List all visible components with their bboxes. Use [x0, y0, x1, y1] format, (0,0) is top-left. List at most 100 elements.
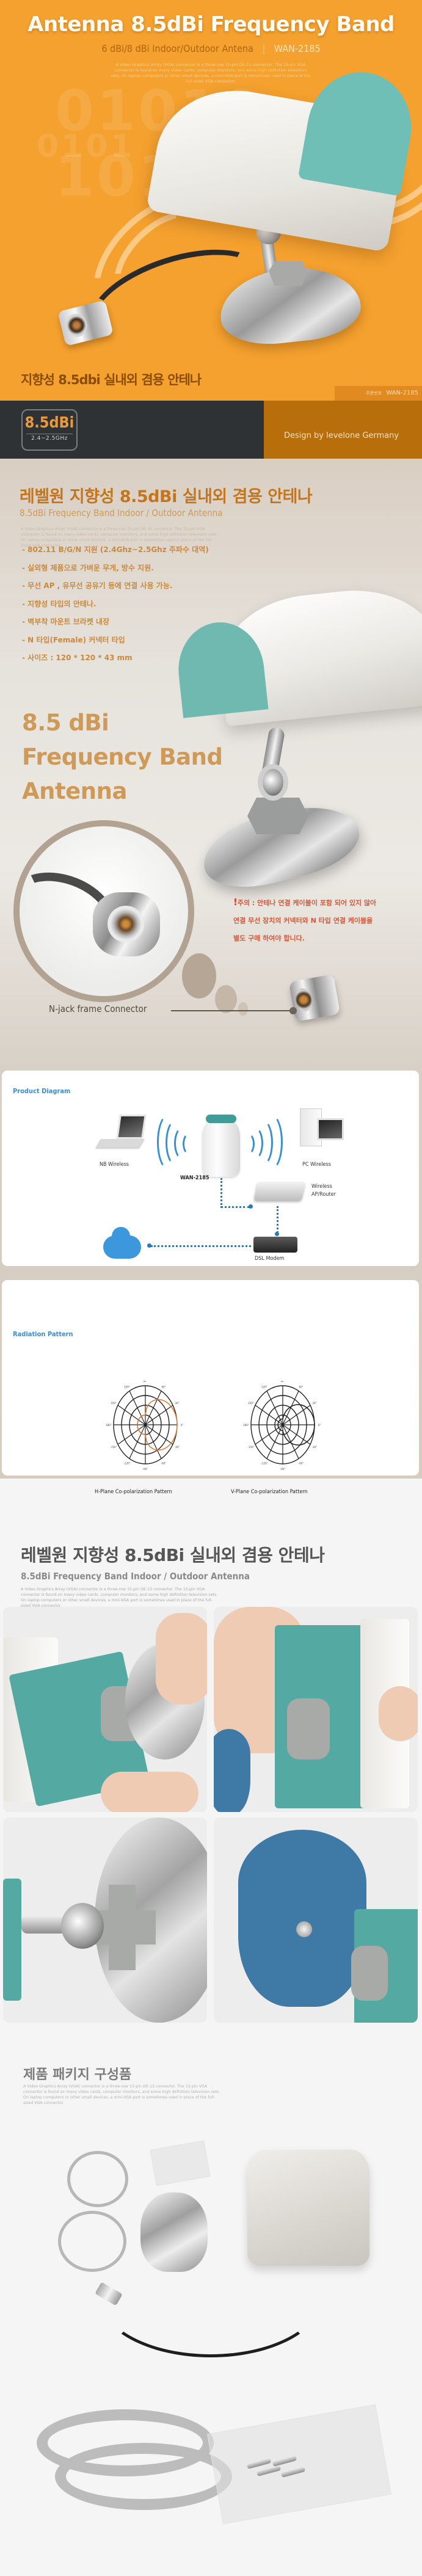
- installation-subtitle: 8.5dBi Frequency Band Indoor / Outdoor A…: [21, 1571, 250, 1582]
- antenna-ball-joint-image: [258, 764, 288, 801]
- feature-list: - 802.11 B/G/N 지원 (2.4Ghz~2.5Ghz 주파수 대역)…: [22, 544, 209, 671]
- callout-dot: [289, 1007, 297, 1014]
- features-description: A Video Graphics Array (VGA) connector i…: [21, 527, 218, 548]
- pc-label: PC Wireless: [302, 1162, 331, 1168]
- order-number-value: WAN-2185: [386, 390, 418, 396]
- polar-angle-label: 90°: [280, 1381, 285, 1383]
- laptop-icon: [116, 1115, 147, 1139]
- hand-image: [101, 1772, 198, 1812]
- connection-dot: [249, 1204, 253, 1209]
- features-section: 레벨원 지향성 8.5dBi 실내외 겸용 안테나 8.5dBi Frequen…: [0, 459, 422, 1495]
- feature-item: - 벽부착 마운트 브라켓 내장: [22, 617, 110, 626]
- polar-angle-label: 0°: [318, 1424, 321, 1427]
- modem-label: DSL Modem: [255, 1256, 285, 1262]
- antenna-cable-image: [98, 2235, 324, 2357]
- knob-image: [351, 1946, 388, 2001]
- polar-angle-label: 150°: [248, 1402, 254, 1405]
- diagram-title: Product Diagram: [13, 1087, 71, 1095]
- feature-item: - N 타입(Female) 커넥터 타입: [22, 635, 125, 644]
- blue-mount-image: [238, 1830, 366, 2007]
- installation-photo: [3, 1817, 207, 2023]
- bolt-image: [296, 1921, 312, 1937]
- hero-model-number: WAN-2185: [274, 43, 321, 54]
- n-connector-image: [93, 892, 160, 956]
- feature-headline: 8.5 dBi Frequency Band Antenna: [22, 706, 223, 809]
- cable-warning: !주의 : 안테나 연결 케이블이 포함 되어 있지 않아 연결 무선 장치의 …: [233, 893, 417, 947]
- decorative-bubble: [215, 985, 237, 1013]
- feature-item: - 사이즈 : 120 * 120 * 43 mm: [22, 653, 133, 662]
- hero-korean-title: 지향성 8.5dbi 실내외 겸용 안테나: [21, 373, 202, 387]
- connection-line: [277, 1206, 278, 1233]
- designer-credit: Design by levelone Germany: [284, 431, 399, 440]
- router-icon: [253, 1182, 306, 1200]
- signal-wave-icon: [166, 1119, 186, 1166]
- screw-image: [246, 2458, 272, 2470]
- features-title: 레벨원 지향성 8.5dBi 실내외 겸용 안테나: [20, 483, 313, 507]
- polar-angle-label: -120°: [123, 1461, 130, 1464]
- polar-angle-label: -150°: [247, 1446, 254, 1449]
- v-plane-caption: V-Plane Co-polarization Pattern: [231, 1489, 308, 1495]
- h-plane-caption: H-Plane Co-polarization Pattern: [95, 1489, 172, 1495]
- feature-item: - 지향성 타입의 안테나.: [22, 599, 96, 608]
- polar-angle-label: 30°: [175, 1402, 179, 1405]
- polar-angle-label: 60°: [299, 1386, 303, 1389]
- headline-line: Frequency Band: [22, 744, 223, 770]
- router-label: Wireless AP/Router: [311, 1183, 336, 1199]
- warning-icon: !: [233, 897, 238, 908]
- polar-angle-label: 180°: [106, 1424, 112, 1427]
- polar-angle-label: -30°: [175, 1446, 180, 1449]
- decorative-bubble: [182, 953, 216, 999]
- connection-line: [151, 1245, 251, 1247]
- headline-line: 8.5 dBi: [22, 710, 109, 736]
- teal-backplate-image: [3, 1879, 21, 2001]
- laptop-icon: [95, 1139, 145, 1148]
- radiation-pattern-curve: [137, 1399, 178, 1451]
- installation-photo: [3, 1607, 207, 1812]
- callout-line: [171, 1010, 292, 1011]
- radiation-pattern-card: Radiation Pattern 0°30°60°90°120°150°180…: [2, 1280, 419, 1495]
- screw-bag-image: [150, 2140, 211, 2186]
- polar-angle-label: 150°: [111, 1402, 117, 1405]
- small-hose-clamp-image: [58, 2211, 126, 2272]
- polar-angle-label: -90°: [280, 1468, 286, 1471]
- monitor-icon: [317, 1118, 344, 1140]
- antenna-label: WAN-2185: [180, 1175, 209, 1181]
- product-diagram-card: Product Diagram NB Wireless WAN-2185 PC …: [2, 1071, 419, 1266]
- antenna-knob-image: [247, 798, 308, 834]
- spec-band: 8.5dBi 2.4~2.5GHz Design by levelone Ger…: [0, 401, 422, 459]
- order-number-label: 주문번호: [366, 391, 382, 396]
- features-title-prefix: 레벨원 지향성: [20, 487, 120, 506]
- connection-line: [220, 1206, 250, 1208]
- h-plane-polar-chart: 0°30°60°90°120°150°180°-150°-120°-90°-60…: [106, 1381, 184, 1471]
- feature-item: - 802.11 B/G/N 지원 (2.4Ghz~2.5Ghz 주파수 대역): [22, 545, 209, 554]
- subtitle-separator: |: [262, 43, 266, 54]
- screw-image: [256, 2465, 282, 2477]
- antenna-icon: [202, 1117, 240, 1177]
- modem-icon: [253, 1237, 297, 1253]
- polar-angle-label: -60°: [161, 1461, 167, 1464]
- warning-text: 연결 무선 장치의 커넥터와 N 타입 연결 케이블을: [233, 917, 373, 925]
- signal-wave-icon: [183, 1133, 196, 1155]
- polar-angle-label: 120°: [124, 1386, 130, 1389]
- polar-angle-label: -30°: [312, 1446, 318, 1449]
- decorative-bubble: [238, 1002, 248, 1016]
- hero-section: 01010 1010 0101 Antenna 8.5dBi Frequency…: [0, 0, 422, 401]
- radiation-pattern-curve: [277, 1404, 315, 1446]
- signal-wave-icon: [258, 1113, 283, 1171]
- screws-image: [244, 2455, 318, 2486]
- polar-grid-spoke: [255, 1405, 311, 1445]
- features-title-bold: 8.5dBi: [119, 487, 178, 506]
- screw-image: [280, 2466, 306, 2478]
- polar-grid-spoke: [117, 1405, 173, 1445]
- features-subtitle: 8.5dBi Frequency Band Indoor / Outdoor A…: [20, 508, 223, 518]
- polar-angle-label: 0°: [181, 1424, 184, 1427]
- hand-image: [156, 1613, 207, 1705]
- feature-item: - 실외형 제품으로 가벼운 무게, 방수 지원.: [22, 563, 154, 572]
- polar-angle-label: 60°: [161, 1386, 166, 1389]
- gain-value: 8.5dBi: [24, 413, 75, 431]
- hero-description: A Video Graphics Array (VGA) connector i…: [111, 62, 311, 84]
- router-label-line: AP/Router: [311, 1192, 336, 1198]
- polar-angle-label: -150°: [110, 1446, 117, 1449]
- hero-subtitle: 6 dBi/8 dBi Indoor/Outdoor Antena | WAN-…: [0, 43, 422, 54]
- screw-image: [272, 2455, 297, 2467]
